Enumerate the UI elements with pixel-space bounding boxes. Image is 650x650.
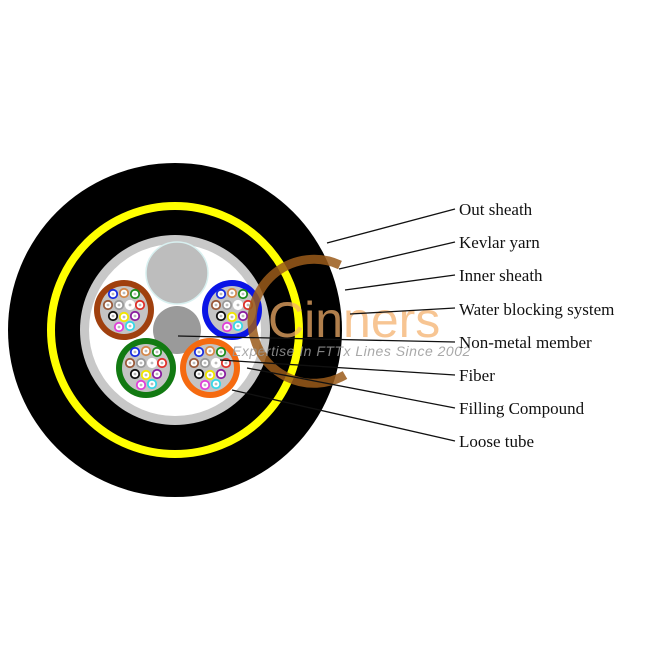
- label-filling-compound: Filling Compound: [459, 399, 585, 418]
- fiber-core: [203, 361, 207, 365]
- fiber-core: [155, 372, 159, 376]
- leader-fiber: [219, 359, 456, 376]
- fiber-core: [214, 361, 218, 365]
- fiber-core: [122, 315, 126, 319]
- fiber-core: [208, 373, 212, 377]
- watermark: Cinners Expertise In FTTx Lines Since 20…: [232, 254, 471, 388]
- loose-tube-brown: [94, 280, 154, 340]
- leader-inner-sheath: [344, 274, 456, 291]
- fiber-core: [155, 350, 159, 354]
- leader-non-metal-member: [177, 335, 456, 343]
- fiber-core: [128, 324, 132, 328]
- labels: Out sheath Kevlar yarn Inner sheath Wate…: [459, 200, 614, 451]
- fiber-core: [197, 350, 201, 354]
- fiber-core: [133, 350, 137, 354]
- label-water-blocking-system: Water blocking system: [459, 300, 614, 319]
- fiber-core: [219, 372, 223, 376]
- fiber-core: [128, 303, 132, 307]
- fiber-core: [111, 292, 115, 296]
- leader-lines: [177, 208, 456, 442]
- fiber-core: [203, 383, 207, 387]
- leader-kevlar-yarn: [338, 241, 456, 270]
- fiber-core: [230, 291, 234, 295]
- filler-rod: [145, 241, 209, 305]
- fiber-core: [236, 303, 240, 307]
- fiber-core: [219, 292, 223, 296]
- fiber-core: [197, 372, 201, 376]
- loose-tube-green: [116, 338, 176, 398]
- fiber-core: [246, 303, 250, 307]
- label-loose-tube: Loose tube: [459, 432, 534, 451]
- fiber-core: [208, 349, 212, 353]
- fiber-core: [219, 314, 223, 318]
- watermark-arc-icon: [247, 254, 348, 388]
- fiber-core: [160, 361, 164, 365]
- fiber-core: [241, 292, 245, 296]
- fiber-core: [144, 373, 148, 377]
- fiber-core: [139, 383, 143, 387]
- fiber-core: [236, 324, 240, 328]
- fiber-core: [117, 303, 121, 307]
- fiber-core: [106, 303, 110, 307]
- fiber-core: [241, 314, 245, 318]
- label-out-sheath: Out sheath: [459, 200, 533, 219]
- fiber-core: [133, 372, 137, 376]
- fiber-core: [225, 303, 229, 307]
- fiber-core: [139, 361, 143, 365]
- kevlar-yarn-ring: [47, 202, 303, 458]
- fiber-core: [224, 361, 228, 365]
- watermark-tagline: Expertise In FTTx Lines Since 2002: [232, 343, 471, 359]
- fiber-core: [133, 292, 137, 296]
- loose-tube-orange: [180, 338, 240, 398]
- leader-out-sheath: [326, 208, 456, 244]
- leader-loose-tube: [231, 389, 456, 442]
- fiber-core: [150, 361, 154, 365]
- fiber-core: [128, 361, 132, 365]
- fiber-core: [111, 314, 115, 318]
- fiber-core: [219, 350, 223, 354]
- label-kevlar-yarn: Kevlar yarn: [459, 233, 540, 252]
- fiber-core: [144, 349, 148, 353]
- fiber-core: [192, 361, 196, 365]
- loose-tubes-group: [94, 280, 262, 398]
- label-non-metal-member: Non-metal member: [459, 333, 592, 352]
- fiber-core: [117, 325, 121, 329]
- label-fiber: Fiber: [459, 366, 495, 385]
- fiber-core: [122, 291, 126, 295]
- fiber-core: [230, 315, 234, 319]
- leader-filling-compound: [246, 367, 456, 409]
- fiber-core: [225, 325, 229, 329]
- fiber-core: [214, 303, 218, 307]
- fiber-core: [133, 314, 137, 318]
- loose-tube-blue: [202, 280, 262, 340]
- label-inner-sheath: Inner sheath: [459, 266, 543, 285]
- leader-water-blocking: [349, 307, 456, 315]
- fiber-core: [150, 382, 154, 386]
- central-non-metal-member: [153, 306, 201, 354]
- fiber-core: [138, 303, 142, 307]
- fiber-core: [214, 382, 218, 386]
